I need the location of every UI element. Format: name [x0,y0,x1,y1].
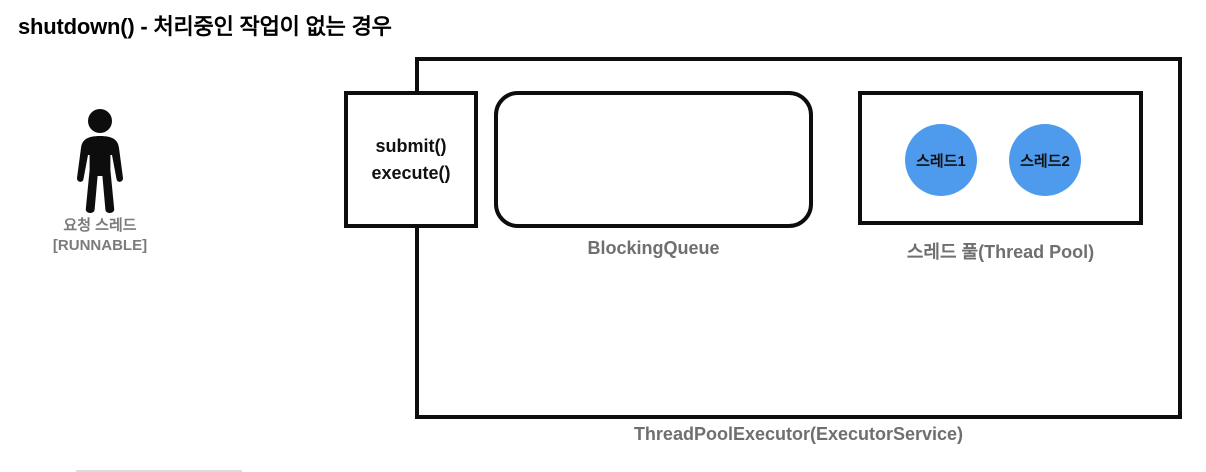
page-title: shutdown() - 처리중인 작업이 없는 경우 [18,14,392,39]
blocking-queue-box [494,91,813,228]
person-icon [76,109,124,213]
requester-thread-state: [RUNNABLE] [52,236,148,254]
submit-execute-box[interactable]: submit() execute() [344,91,478,228]
submit-label: submit() [375,136,447,157]
thread-pool-box [858,91,1143,225]
thread-pool-caption: 스레드 풀(Thread Pool) [906,242,1095,262]
thread-pool-executor-container [415,57,1182,419]
executor-caption: ThreadPoolExecutor(ExecutorService) [633,424,964,444]
thread-circle-2[interactable]: 스레드2 [1009,124,1081,196]
thread-circle-1[interactable]: 스레드1 [905,124,977,196]
execute-label: execute() [371,162,451,183]
requester-thread-label: 요청 스레드 [63,217,137,234]
cropped-element-edge [76,470,242,472]
requester-thread-group: 요청 스레드 [RUNNABLE] [20,108,180,256]
blocking-queue-caption: BlockingQueue [587,238,720,258]
